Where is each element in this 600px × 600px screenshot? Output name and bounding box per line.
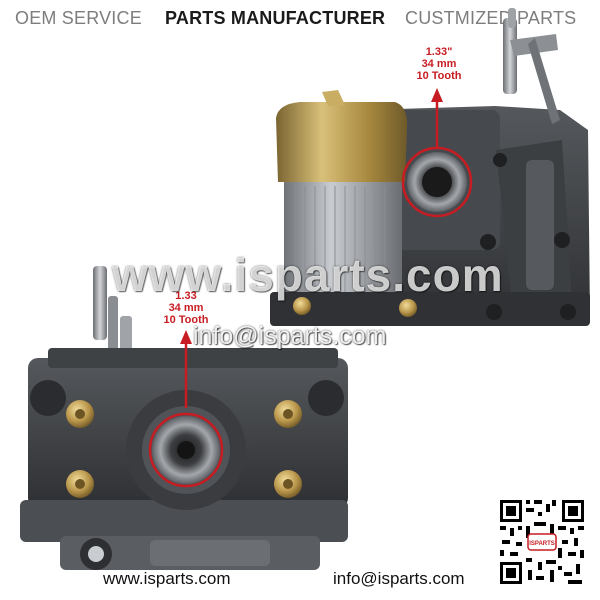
watermark-website: www.isparts.com — [112, 249, 504, 301]
bottom-control-rod — [93, 266, 107, 340]
footer-email: info@isparts.com — [333, 569, 465, 588]
header-parts-manufacturer: PARTS MANUFACTURER — [165, 8, 386, 28]
qr-logo-text: ISPARTS — [529, 541, 555, 547]
bottom-gear-highlight-ring — [148, 412, 224, 488]
bottom-tooth-count: 10 Tooth — [163, 314, 209, 326]
brass-cap — [276, 102, 408, 182]
bottom-pump — [20, 266, 348, 570]
watermark-email: info@isparts.com — [193, 322, 387, 350]
bottom-gear-spec-label: 1.33 34 mm 10 Tooth — [156, 290, 216, 326]
bottom-size-mm: 34 mm — [168, 302, 204, 314]
top-gear-spec-label: 1.33" 34 mm 10 Tooth — [408, 46, 470, 82]
header-customized-parts: CUSTMIZED PARTS — [405, 8, 577, 28]
top-tooth-count: 10 Tooth — [416, 70, 462, 82]
top-size-inches: 1.33" — [425, 46, 453, 58]
qr-code[interactable]: ISPARTS — [498, 498, 586, 586]
header-oem-service: OEM SERVICE — [15, 8, 142, 28]
filter-cylinder — [284, 182, 402, 294]
top-size-mm: 34 mm — [421, 58, 457, 70]
header-bar: OEM SERVICE PARTS MANUFACTURER CUSTMIZED… — [0, 8, 600, 34]
top-pump — [270, 8, 590, 326]
footer-website: www.isparts.com — [103, 569, 231, 588]
bottom-size-inches: 1.33 — [175, 290, 197, 302]
control-rod — [503, 18, 517, 94]
